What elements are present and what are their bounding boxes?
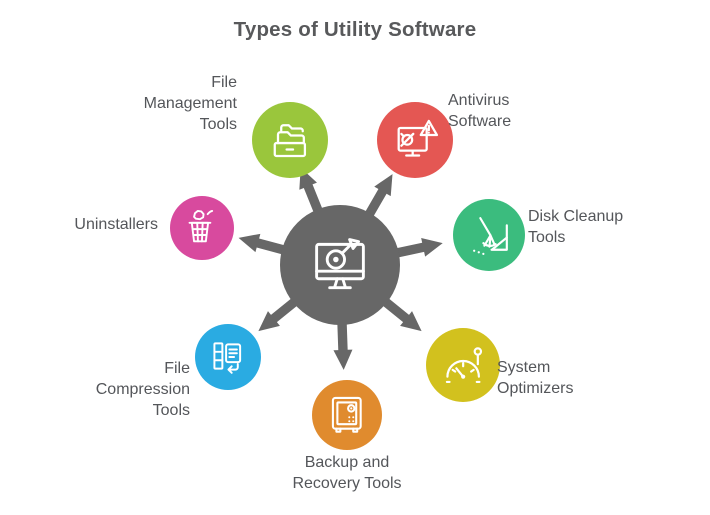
label-uninstallers: Uninstallers <box>74 216 158 233</box>
label-system-optimizers: System Optimizers <box>497 359 574 397</box>
folder-drawer-icon <box>273 124 307 158</box>
trash-bin-icon <box>188 210 214 243</box>
label-backup-recovery-tools: Backup and Recovery Tools <box>292 454 402 492</box>
node-antivirus-software <box>377 102 453 178</box>
node-disk-cleanup-tools <box>453 199 525 271</box>
broom-sweep-icon <box>472 216 508 255</box>
label-antivirus-software: Antivirus Software <box>448 92 512 130</box>
hub-node <box>280 205 400 325</box>
zip-document-icon <box>212 341 241 374</box>
node-system-optimizers <box>426 328 500 402</box>
speedometer-icon <box>445 347 482 383</box>
node-uninstallers <box>170 196 234 260</box>
node-file-compression-tools <box>195 324 261 390</box>
node-file-management-tools <box>252 102 328 178</box>
safe-vault-icon <box>332 397 362 433</box>
computer-target-icon <box>315 238 365 290</box>
label-disk-cleanup-tools: Disk Cleanup Tools <box>528 208 624 246</box>
label-file-management-tools: File Management Tools <box>143 74 237 133</box>
node-backup-recovery-tools <box>312 380 382 450</box>
page-title: Types of Utility Software <box>233 18 477 41</box>
label-file-compression-tools: File Compression Tools <box>95 360 190 419</box>
antivirus-monitor-icon <box>397 120 439 157</box>
